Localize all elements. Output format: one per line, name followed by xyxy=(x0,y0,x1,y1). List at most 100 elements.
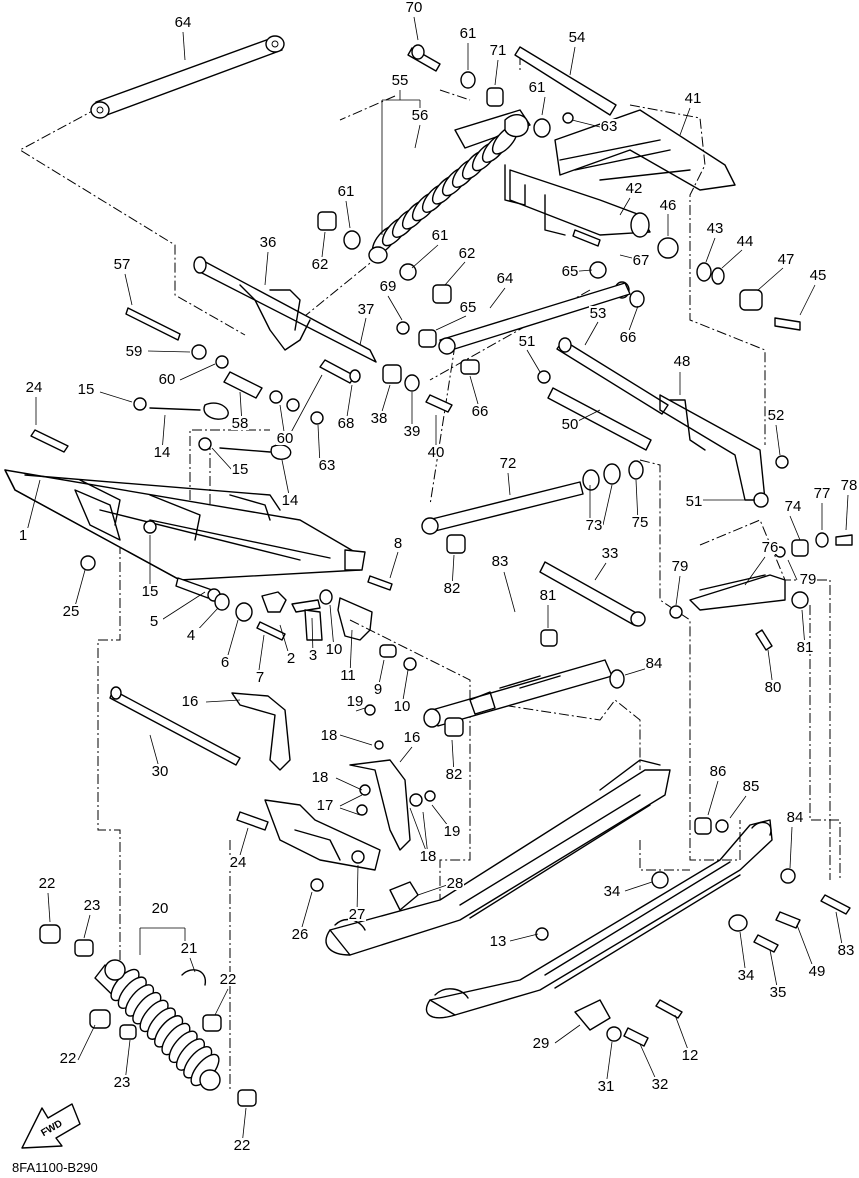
callout-54: 54 xyxy=(569,29,586,46)
callout-bg xyxy=(619,330,637,344)
callout-29: 29 xyxy=(533,1035,550,1052)
callout-22: 22 xyxy=(39,875,56,892)
callout-14: 14 xyxy=(282,492,299,509)
callout-bg xyxy=(443,581,461,595)
callout-23: 23 xyxy=(84,897,101,914)
callout-bg xyxy=(231,416,249,430)
callout-bg xyxy=(706,221,724,235)
callout-bg xyxy=(219,972,237,986)
callout-bg xyxy=(808,964,826,978)
callout-bg xyxy=(645,656,663,670)
callout-75: 75 xyxy=(632,514,649,531)
callout-78: 78 xyxy=(841,477,858,494)
callout-3: 3 xyxy=(309,647,317,664)
assembly-lines xyxy=(18,55,841,1090)
upper-arm xyxy=(504,46,736,238)
callout-6: 6 xyxy=(221,654,229,671)
callout-18: 18 xyxy=(321,727,338,744)
callout-60: 60 xyxy=(159,371,176,388)
callout-60: 60 xyxy=(277,430,294,447)
callout-bg xyxy=(405,0,423,14)
callout-bg xyxy=(471,404,489,418)
callout-bg xyxy=(38,876,56,890)
callout-bg xyxy=(625,181,643,195)
callout-11: 11 xyxy=(340,667,356,684)
callout-13: 13 xyxy=(490,933,507,950)
callout-bg xyxy=(445,767,463,781)
callout-bg xyxy=(229,855,247,869)
callout-28: 28 xyxy=(447,875,464,892)
callout-56: 56 xyxy=(412,107,429,124)
callout-bg xyxy=(786,810,804,824)
callout-bg xyxy=(631,515,649,529)
callout-bg xyxy=(709,764,727,778)
callout-8: 8 xyxy=(394,535,402,552)
callout-bg xyxy=(339,668,357,682)
lower-links xyxy=(236,799,419,911)
callout-bg xyxy=(419,849,437,863)
callout-bg xyxy=(83,898,101,912)
clips-bolts xyxy=(30,397,393,591)
callout-17: 17 xyxy=(317,797,334,814)
callout-bg xyxy=(282,651,300,665)
callout-62: 62 xyxy=(459,245,476,262)
callout-15: 15 xyxy=(142,583,159,600)
callout-40: 40 xyxy=(428,444,445,461)
callout-63: 63 xyxy=(319,457,336,474)
callout-bg xyxy=(14,528,32,542)
callout-77: 77 xyxy=(814,485,831,502)
callout-86: 86 xyxy=(710,763,727,780)
callout-bg xyxy=(585,518,603,532)
callout-44: 44 xyxy=(737,233,754,250)
callout-59: 59 xyxy=(126,343,143,360)
callout-bg xyxy=(391,73,409,87)
callout-bg xyxy=(496,271,514,285)
callout-45: 45 xyxy=(810,267,827,284)
callout-51: 51 xyxy=(686,493,703,510)
callout-67: 67 xyxy=(633,252,650,269)
callout-bg xyxy=(320,728,338,742)
callout-36: 36 xyxy=(260,234,277,251)
fwd-arrow-icon xyxy=(21,1103,81,1149)
callout-bg xyxy=(151,901,169,915)
callout-62: 62 xyxy=(312,256,329,273)
callout-bg xyxy=(761,540,779,554)
callout-16: 16 xyxy=(404,729,421,746)
callout-bg xyxy=(736,234,754,248)
callout-bg xyxy=(813,486,831,500)
callout-7: 7 xyxy=(256,669,264,686)
callout-66: 66 xyxy=(620,329,637,346)
callout-58: 58 xyxy=(232,415,249,432)
front-arm xyxy=(125,256,377,363)
callout-34: 34 xyxy=(738,967,755,984)
callout-bg xyxy=(276,431,294,445)
arm-small-parts xyxy=(191,344,480,425)
callout-bg xyxy=(318,458,336,472)
callout-72: 72 xyxy=(500,455,517,472)
callout-61: 61 xyxy=(432,227,449,244)
callout-bg xyxy=(532,1036,550,1050)
callout-bg xyxy=(528,80,546,94)
callout-19: 19 xyxy=(347,693,364,710)
callout-bg xyxy=(369,682,387,696)
callout-76: 76 xyxy=(762,539,779,556)
callout-14: 14 xyxy=(154,444,171,461)
callout-53: 53 xyxy=(590,305,607,322)
callout-bg xyxy=(489,43,507,57)
callout-bg xyxy=(518,334,536,348)
callout-bg xyxy=(799,572,817,586)
callout-1: 1 xyxy=(19,527,27,544)
callout-15: 15 xyxy=(78,381,95,398)
callout-66: 66 xyxy=(472,403,489,420)
callout-71: 71 xyxy=(490,42,507,59)
callout-79: 79 xyxy=(800,571,817,588)
callout-bg xyxy=(379,279,397,293)
callout-bg xyxy=(393,699,411,713)
callout-bg xyxy=(145,614,163,628)
callout-18: 18 xyxy=(312,769,329,786)
callout-50: 50 xyxy=(562,416,579,433)
callout-bg xyxy=(59,1051,77,1065)
callout-bg xyxy=(784,499,802,513)
callout-bg xyxy=(259,235,277,249)
callout-35: 35 xyxy=(770,984,787,1001)
